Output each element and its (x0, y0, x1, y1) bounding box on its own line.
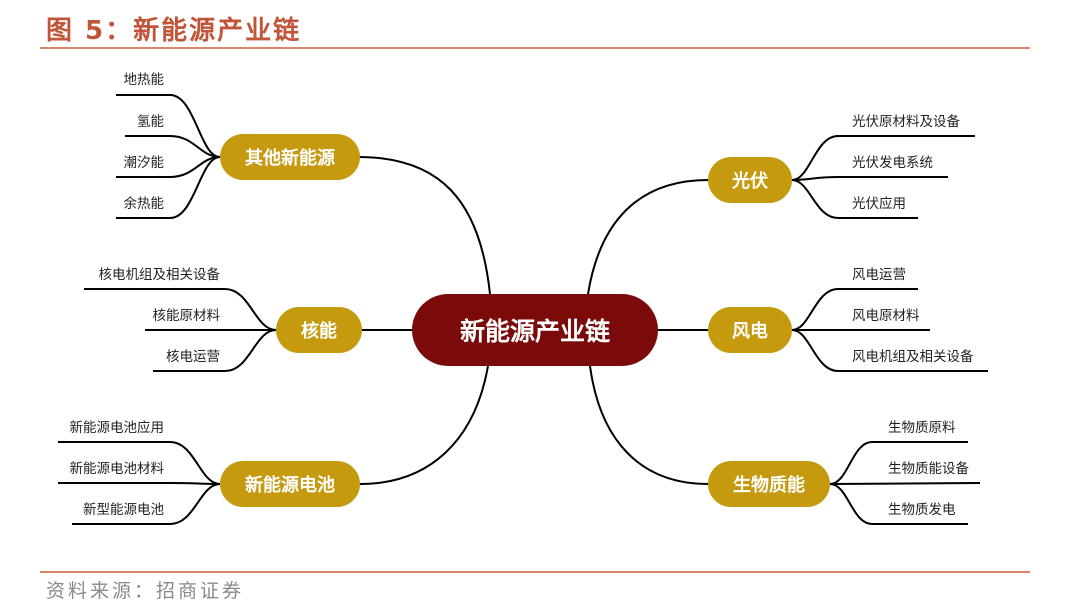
leaf-other-3: 潮汐能 (123, 155, 165, 171)
edge-center-other (357, 156, 491, 295)
edge-battery-leaf-1 (58, 441, 221, 485)
edge-other-leaf-3 (116, 156, 221, 178)
leaf-solar-1: 光伏原材料及设备 (852, 114, 960, 130)
leaf-other-1: 地热能 (123, 72, 165, 88)
edge-wind-leaf-3 (791, 329, 988, 372)
leaf-nuclear-1: 核电机组及相关设备 (98, 267, 221, 283)
edge-other-leaf-2 (125, 135, 221, 158)
edge-solar-leaf-3 (791, 179, 918, 219)
leaf-biomass-1: 生物质原料 (888, 420, 956, 436)
leaf-other-4: 余热能 (123, 196, 165, 212)
leaf-nuclear-3: 核电运营 (166, 349, 220, 365)
leaf-battery-3: 新型能源电池 (83, 502, 164, 518)
category-node-solar: 光伏 (708, 157, 792, 203)
edge-other-leaf-1 (116, 94, 221, 158)
edge-nuclear-leaf-3 (153, 329, 277, 372)
category-node-other: 其他新能源 (220, 134, 360, 180)
edge-nuclear-leaf-1 (84, 288, 277, 331)
edge-biomass-leaf-2 (829, 482, 981, 485)
leaf-battery-1: 新能源电池应用 (69, 420, 165, 436)
edge-biomass-leaf-3 (829, 483, 968, 525)
leaf-solar-3: 光伏应用 (852, 196, 906, 212)
title-rule (40, 47, 1030, 49)
leaf-biomass-3: 生物质发电 (888, 502, 956, 518)
edge-center-battery (359, 365, 489, 485)
leaf-solar-2: 光伏发电系统 (852, 155, 933, 171)
category-node-nuclear: 核能 (276, 307, 362, 353)
edge-wind-leaf-1 (791, 288, 918, 331)
leaf-wind-3: 风电机组及相关设备 (852, 349, 974, 365)
figure-title: 图 5：新能源产业链 (46, 16, 302, 46)
edge-center-solar (587, 179, 709, 295)
center-node: 新能源产业链 (412, 294, 658, 366)
edge-solar-leaf-1 (791, 135, 975, 181)
category-node-wind: 风电 (708, 307, 792, 353)
category-node-battery: 新能源电池 (220, 461, 360, 507)
edge-biomass-leaf-1 (829, 441, 968, 485)
leaf-wind-2: 风电原材料 (852, 308, 920, 324)
edge-other-leaf-4 (116, 156, 221, 219)
edge-solar-leaf-2 (791, 176, 948, 181)
edge-battery-leaf-3 (72, 483, 221, 525)
leaf-biomass-2: 生物质能设备 (888, 461, 969, 477)
leaf-battery-2: 新能源电池材料 (69, 461, 165, 477)
category-node-biomass: 生物质能 (708, 461, 830, 507)
leaf-other-2: 氢能 (137, 114, 164, 130)
edge-center-biomass (589, 365, 709, 485)
source-note: 资料来源：招商证券 (46, 580, 245, 602)
leaf-wind-1: 风电运营 (852, 267, 906, 283)
source-rule (40, 571, 1030, 573)
edge-battery-leaf-2 (58, 482, 221, 485)
leaf-nuclear-2: 核能原材料 (152, 308, 221, 324)
